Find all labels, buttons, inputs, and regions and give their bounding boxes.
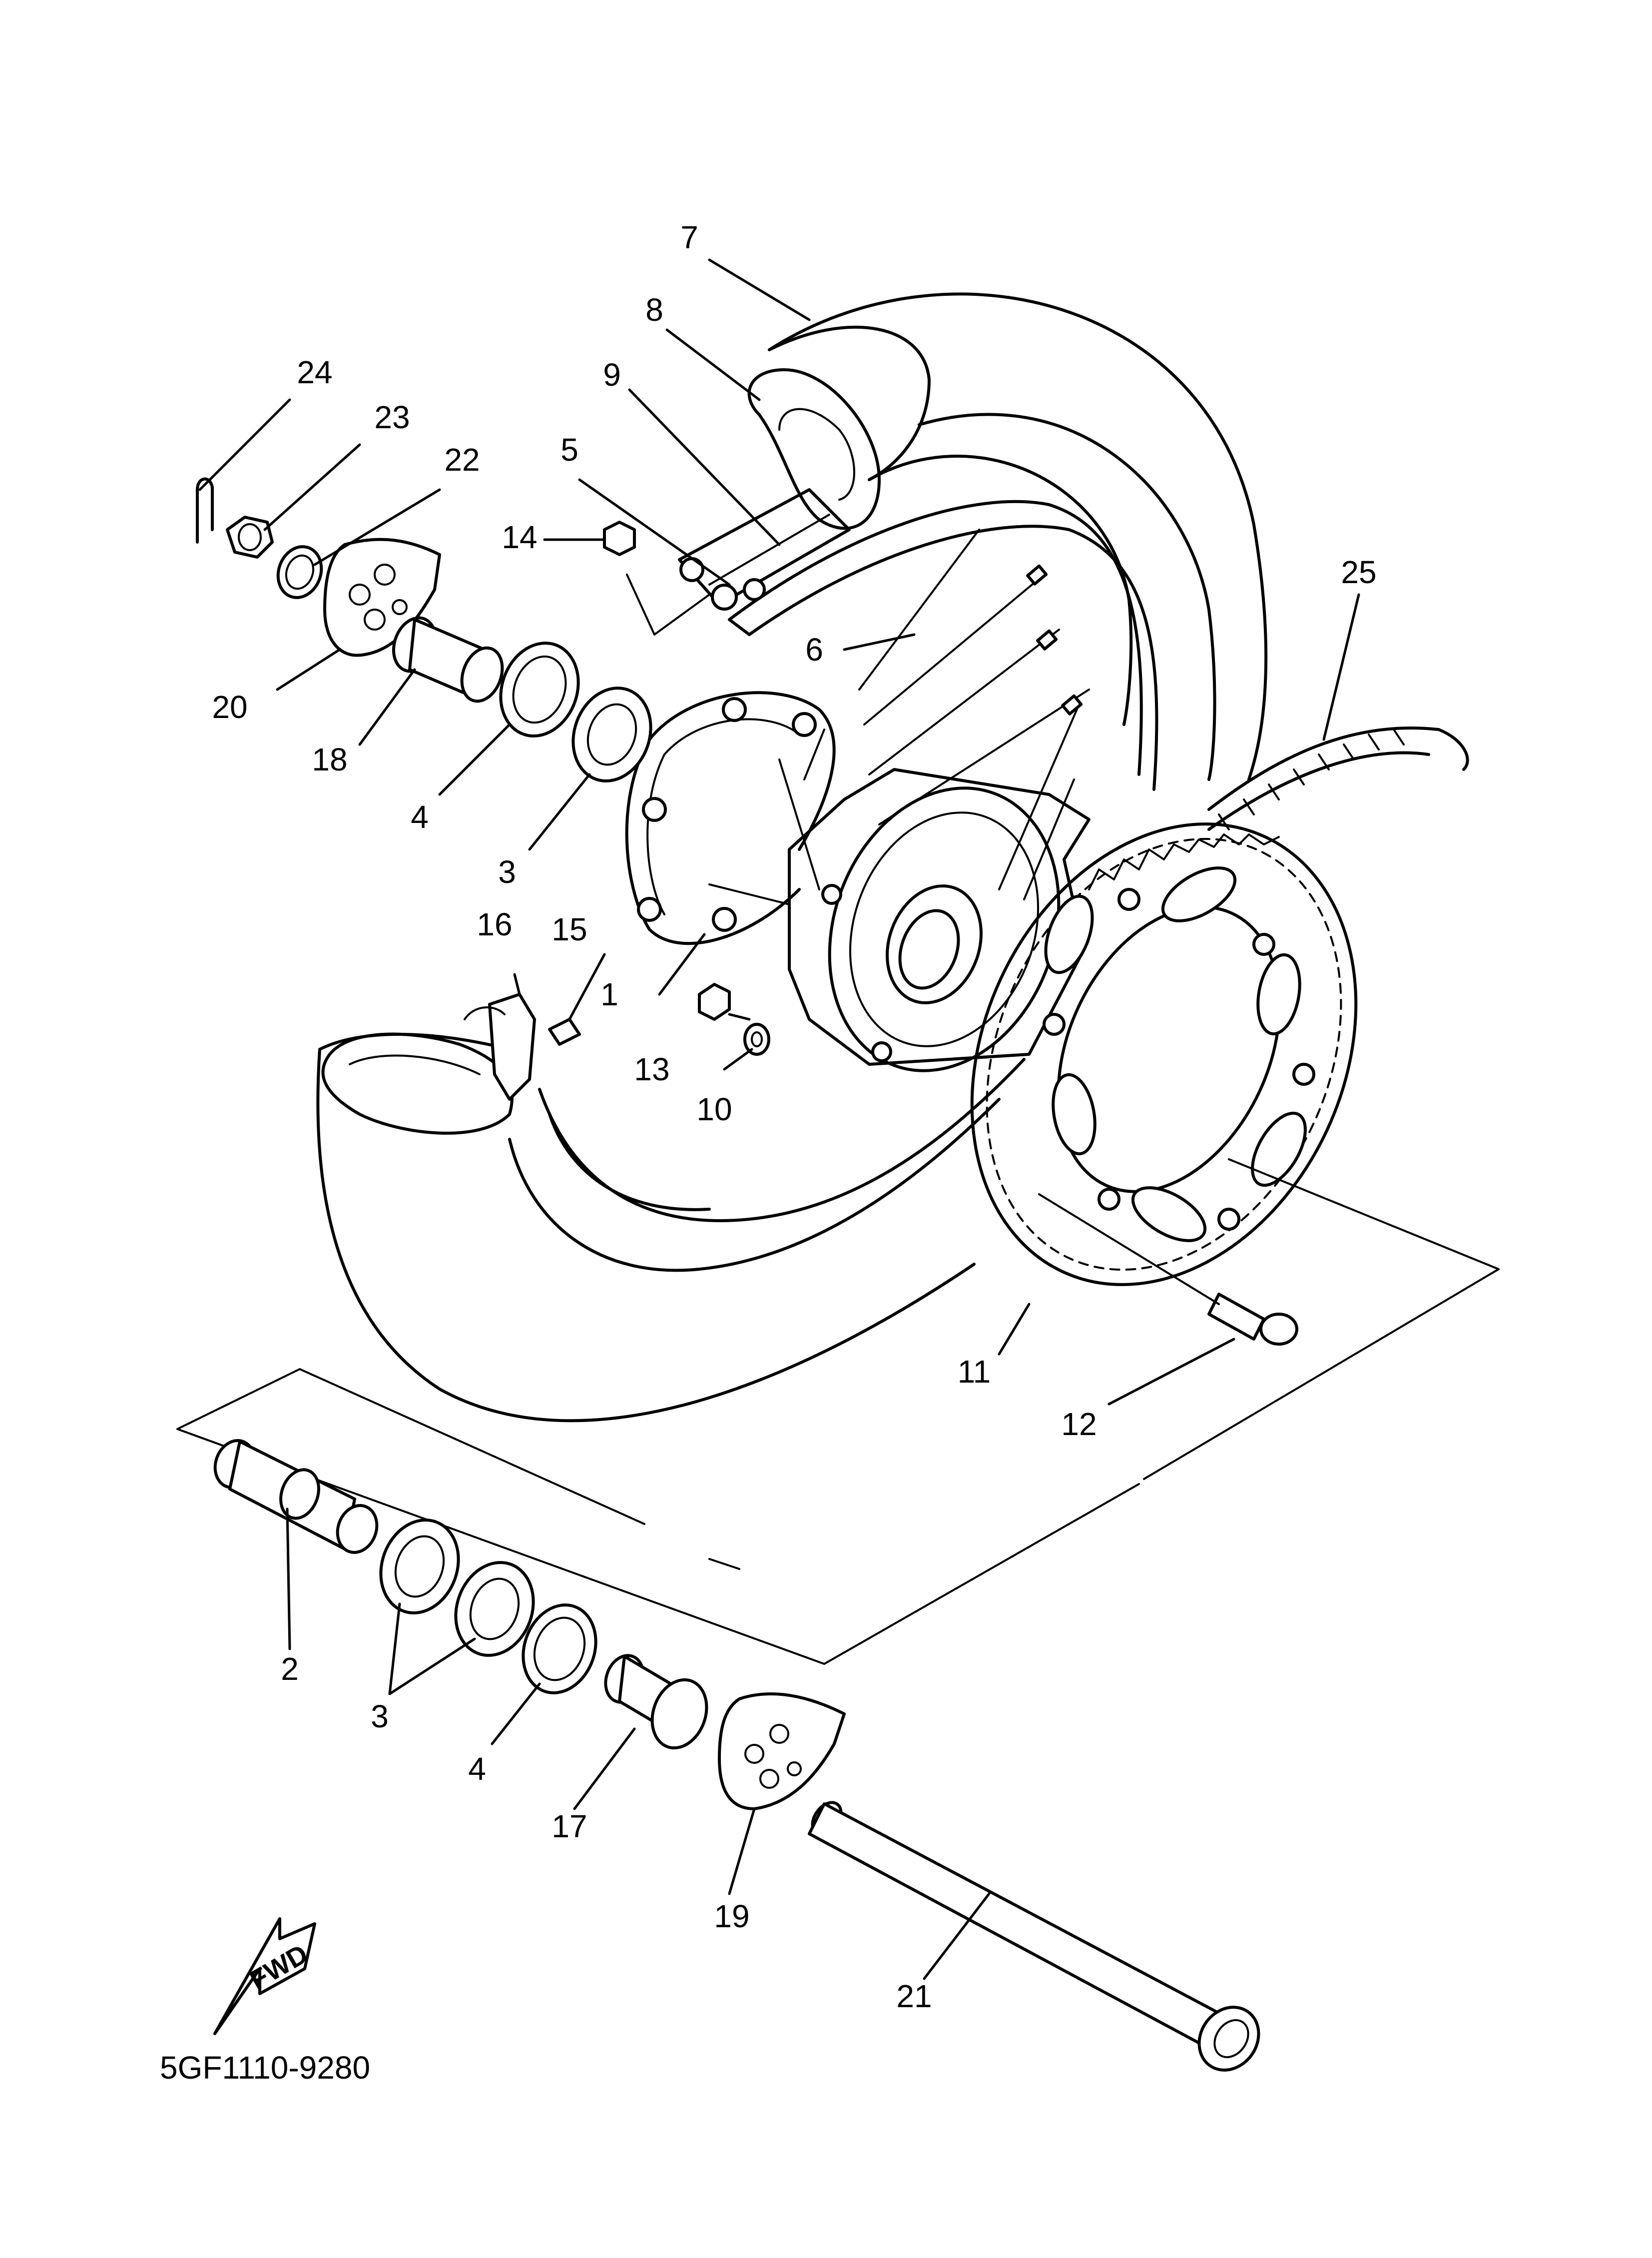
collar-18 — [392, 616, 504, 703]
callout-19: 19 — [714, 1898, 749, 1934]
sprocket — [970, 822, 1358, 1286]
rim-lock — [464, 993, 536, 1101]
collar-17 — [604, 1654, 708, 1750]
sprocket-bolt — [1038, 1193, 1298, 1346]
leader-lines — [198, 258, 1360, 1980]
callout-12: 12 — [1061, 1406, 1097, 1442]
callout-14: 14 — [502, 519, 537, 555]
spacer — [213, 1439, 379, 1554]
callout-4-lower: 4 — [468, 1751, 486, 1787]
callout-15: 15 — [551, 911, 587, 947]
bearing-upper — [571, 687, 652, 782]
callout-numbers: 1 2 3 3 4 4 5 6 7 8 9 10 11 12 13 14 15 … — [212, 219, 1376, 2014]
callout-4-upper: 4 — [411, 799, 429, 835]
nut-13 — [698, 983, 731, 1021]
rim — [548, 500, 1158, 1211]
callout-6: 6 — [805, 632, 823, 668]
callout-7: 7 — [680, 219, 698, 255]
callout-13: 13 — [634, 1051, 669, 1087]
drive-chain — [1207, 726, 1469, 831]
callout-25: 25 — [1341, 554, 1376, 590]
callout-11: 11 — [958, 1354, 991, 1390]
chain-puller-right — [718, 1692, 846, 1810]
rim-lock-nut — [603, 521, 710, 636]
callout-3-upper: 3 — [498, 854, 516, 890]
oil-seal-upper — [499, 642, 580, 738]
callout-18: 18 — [312, 742, 347, 777]
callout-5: 5 — [560, 432, 578, 468]
callout-10: 10 — [696, 1091, 732, 1127]
callout-23: 23 — [374, 399, 410, 435]
bearing-lower-b — [454, 1561, 535, 1657]
fwd-arrow-icon: FWD — [213, 1917, 316, 2035]
part-code: 5GF1110-9280 — [160, 2050, 370, 2086]
callout-2: 2 — [281, 1651, 299, 1687]
washer-22 — [276, 545, 323, 599]
hub — [708, 729, 1091, 1072]
cotter-pin — [196, 477, 214, 544]
callout-24: 24 — [297, 354, 332, 390]
valve-bolt — [548, 1018, 581, 1046]
wheel-axle — [808, 1801, 1260, 2072]
hub-flange — [625, 691, 836, 945]
callout-20: 20 — [212, 689, 247, 725]
rim-band — [678, 488, 851, 606]
callout-16: 16 — [477, 906, 512, 942]
axle-nut — [226, 516, 274, 559]
bearing-lower-a — [379, 1518, 460, 1614]
chain-puller-left — [323, 538, 441, 657]
assembly-outline — [176, 1158, 1500, 1665]
callout-17: 17 — [551, 1808, 587, 1844]
callout-1: 1 — [600, 976, 618, 1012]
callout-9: 9 — [603, 357, 621, 393]
callout-21: 21 — [896, 1978, 932, 2014]
oil-seal-lower — [522, 1603, 597, 1694]
callout-8: 8 — [645, 292, 663, 328]
callout-22: 22 — [444, 442, 480, 478]
callout-3-lower: 3 — [371, 1698, 389, 1734]
washer — [743, 1023, 770, 1056]
